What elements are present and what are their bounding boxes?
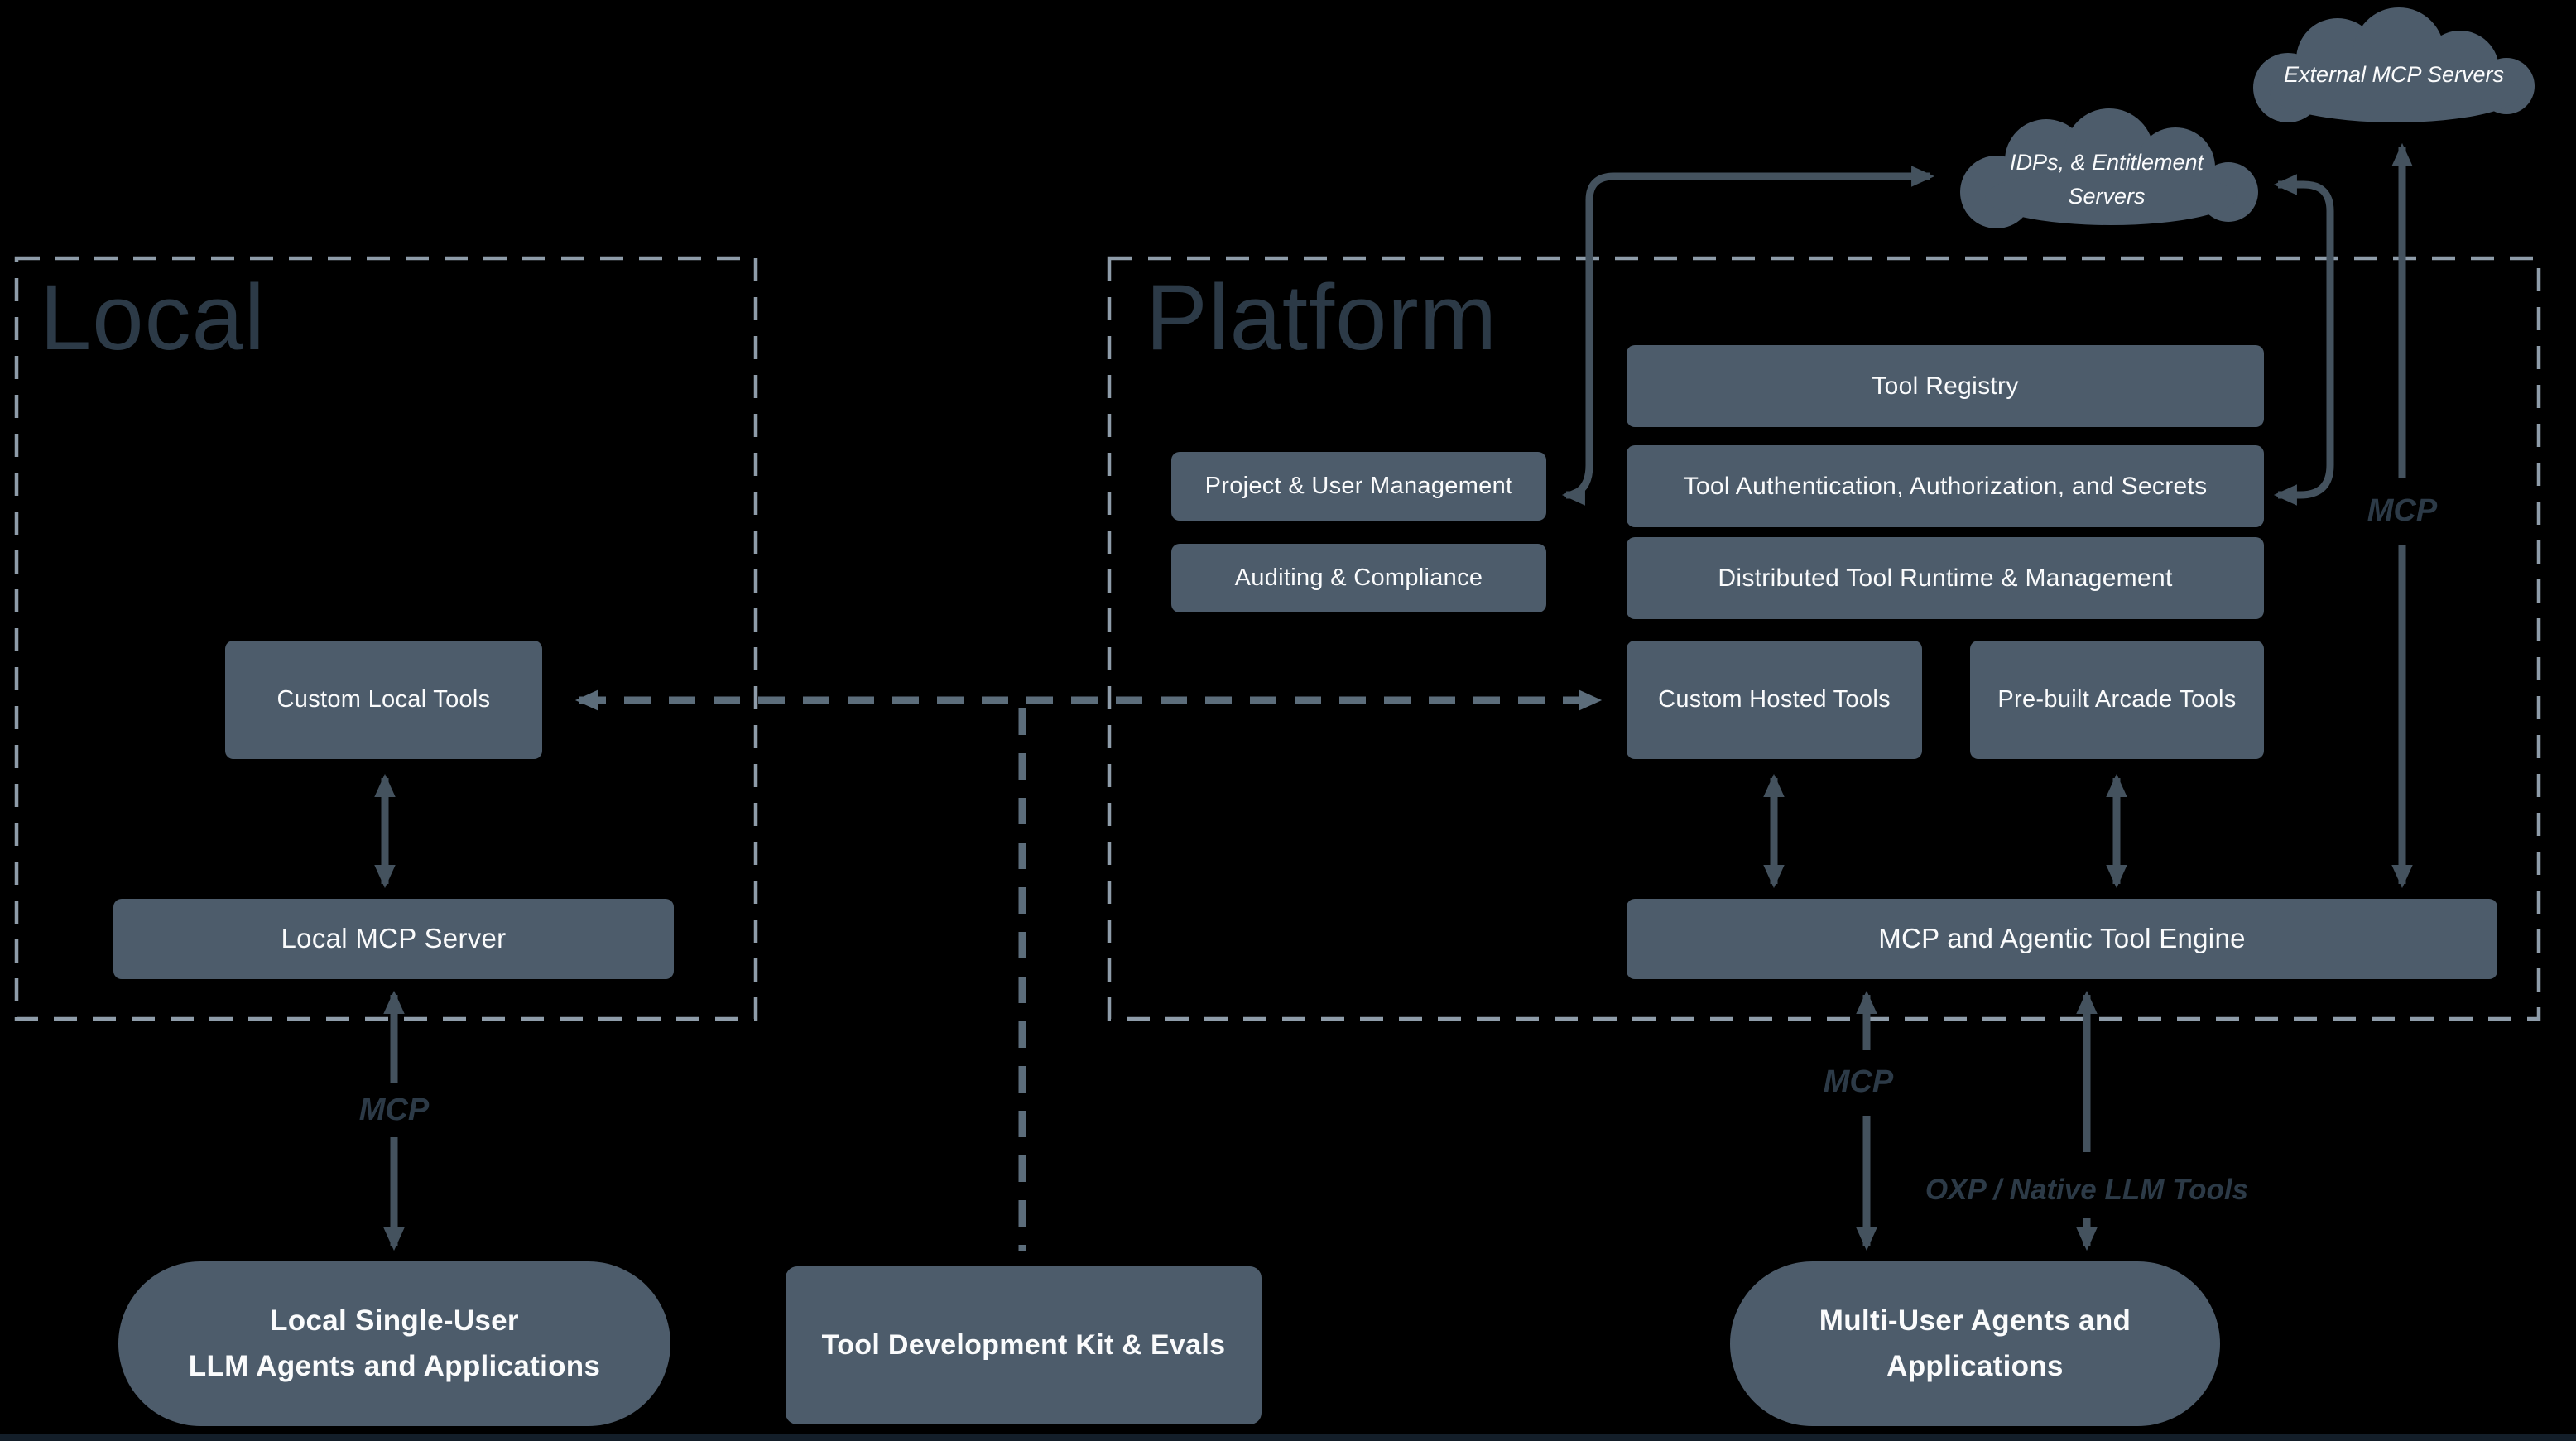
edge-label-oxp-native-llm-tools: OXP / Native LLM Tools — [1925, 1174, 2249, 1206]
local-agents-line1: Local Single-User — [270, 1304, 519, 1338]
cloud-external-mcp-servers-label: External MCP Servers — [2283, 62, 2505, 87]
cloud-external-mcp-servers-shape — [2253, 7, 2535, 122]
node-local-single-user-agents: Local Single-User LLM Agents and Applica… — [118, 1261, 670, 1426]
multi-user-agents-line1: Multi-User Agents and — [1819, 1304, 2131, 1338]
bottom-strip — [0, 1434, 2576, 1441]
node-custom-hosted-tools: Custom Hosted Tools — [1627, 641, 1922, 759]
node-multi-user-agents: Multi-User Agents and Applications — [1730, 1261, 2220, 1426]
edge-project-mgmt-to-idps — [1561, 166, 1935, 506]
cloud-idps-label: IDPs, & Entitlement Servers — [1966, 146, 2247, 213]
region-local-border — [14, 256, 758, 1021]
region-local-title: Local — [40, 266, 266, 369]
cloud-idps-shape — [1960, 108, 2258, 228]
node-multi-user-agents-text: Multi-User Agents and Applications — [1819, 1299, 2131, 1389]
node-project-user-management: Project & User Management — [1171, 452, 1546, 521]
cloud-idps-label-line1: IDPs, & Entitlement — [2009, 150, 2204, 175]
edge-label-mcp-local: MCP — [358, 1093, 430, 1127]
edge-label-mcp-engine: MCP — [1823, 1064, 1894, 1099]
node-prebuilt-arcade-tools: Pre-built Arcade Tools — [1970, 641, 2264, 759]
node-mcp-agentic-tool-engine: MCP and Agentic Tool Engine — [1627, 899, 2497, 979]
cloud-idps-label-line2: Servers — [2068, 183, 2146, 209]
node-local-single-user-agents-text: Local Single-User LLM Agents and Applica… — [189, 1299, 600, 1389]
edge-label-mcp-external: MCP — [2367, 493, 2438, 528]
node-distributed-runtime: Distributed Tool Runtime & Management — [1627, 537, 2264, 619]
edge-idps-to-tool-auth — [2273, 174, 2334, 506]
node-tool-registry: Tool Registry — [1627, 345, 2264, 427]
node-tool-authentication: Tool Authentication, Authorization, and … — [1627, 445, 2264, 527]
local-agents-line2: LLM Agents and Applications — [188, 1349, 601, 1382]
node-auditing-compliance: Auditing & Compliance — [1171, 544, 1546, 612]
node-local-mcp-server: Local MCP Server — [113, 899, 674, 979]
node-tool-development-kit: Tool Development Kit & Evals — [786, 1266, 1262, 1424]
region-platform-title: Platform — [1146, 266, 1497, 369]
multi-user-agents-line2: Applications — [1886, 1349, 2064, 1382]
node-custom-local-tools: Custom Local Tools — [225, 641, 542, 759]
